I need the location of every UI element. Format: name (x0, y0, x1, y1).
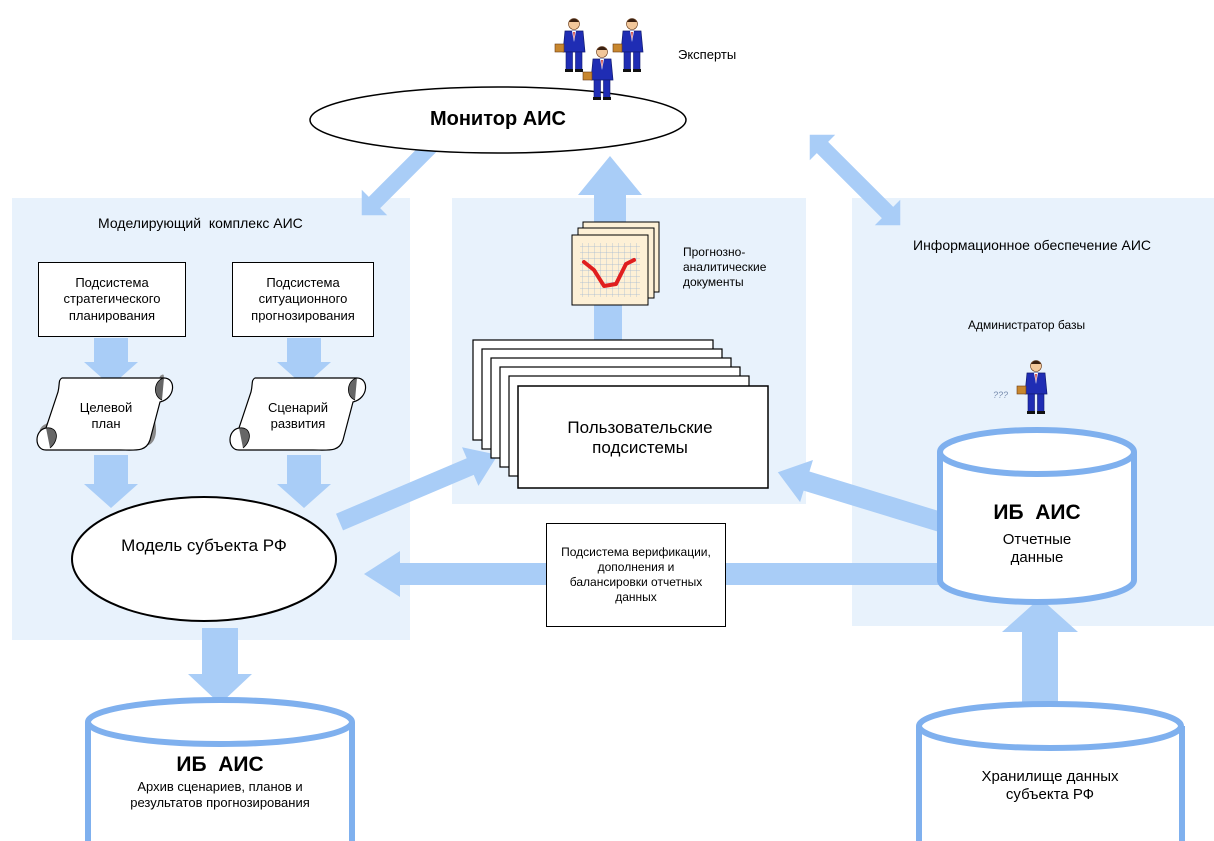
arrow-verification-to-model (364, 551, 546, 597)
forecast-docs-stack (571, 221, 660, 306)
verification-box[interactable]: Подсистема верификации, дополнения и бал… (546, 523, 726, 627)
question-marks: ??? (993, 390, 1009, 400)
arrow-db-to-subsystems (777, 460, 944, 532)
admin-person-icon (1016, 360, 1048, 415)
modeling-complex-title: Моделирующий комплекс АИС (98, 215, 303, 231)
situational-forecasting-box[interactable]: Подсистема ситуационного прогнозирования (232, 262, 374, 337)
arrow-strategic-down (84, 338, 138, 386)
arrow-scenario-down (277, 455, 331, 508)
reporting-db-title: ИБ АИС (993, 501, 1081, 524)
archive-cylinder (85, 697, 355, 841)
arrow-model-to-archive (188, 628, 252, 704)
info-support-title: Информационное обеспечение АИС (913, 237, 1151, 253)
model-label[interactable]: Модель субъекта РФ (121, 536, 287, 555)
user-subsystems-label[interactable]: Пользовательские подсистемы (567, 418, 713, 458)
archive-subtitle: Архив сценариев, планов и результатов пр… (130, 779, 310, 810)
scenario-label: Сценарий развития (267, 400, 329, 431)
monitor-shape (309, 86, 687, 154)
admin-label: Администратор базы (968, 318, 1086, 332)
scenario-scroll (229, 377, 367, 451)
arrow-monitor-info (809, 134, 901, 226)
arrow-situational-down (277, 338, 331, 386)
forecast-chart-line (582, 258, 636, 288)
storage-cylinder (916, 701, 1185, 841)
arrow-storage-to-db (1002, 598, 1078, 702)
experts-icon (554, 18, 644, 101)
arrow-db-to-verification (724, 563, 942, 585)
monitor-label[interactable]: Монитор АИС (429, 108, 567, 130)
experts-label: Эксперты (678, 47, 737, 62)
forecast-docs-label: Прогнозно-аналитические документы (683, 245, 767, 289)
target-plan-scroll (36, 374, 174, 451)
strategic-planning-box[interactable]: Подсистема стратегического планирования (38, 262, 186, 337)
arrows (84, 124, 1078, 704)
reporting-db-cylinder (937, 427, 1137, 605)
arrow-model-to-subsystems (336, 447, 498, 531)
archive-title: ИБ АИС (176, 753, 264, 776)
user-subsystems-stack (472, 339, 769, 489)
reporting-db-subtitle: Отчетные данные (1002, 531, 1072, 566)
storage-label: Хранилище данных субъекта РФ (981, 768, 1119, 803)
model-shape (71, 496, 337, 622)
arrow-plan-down (84, 455, 138, 508)
arrow-docs-to-monitor (578, 156, 642, 232)
target-plan-label: Целевой план (79, 400, 133, 431)
